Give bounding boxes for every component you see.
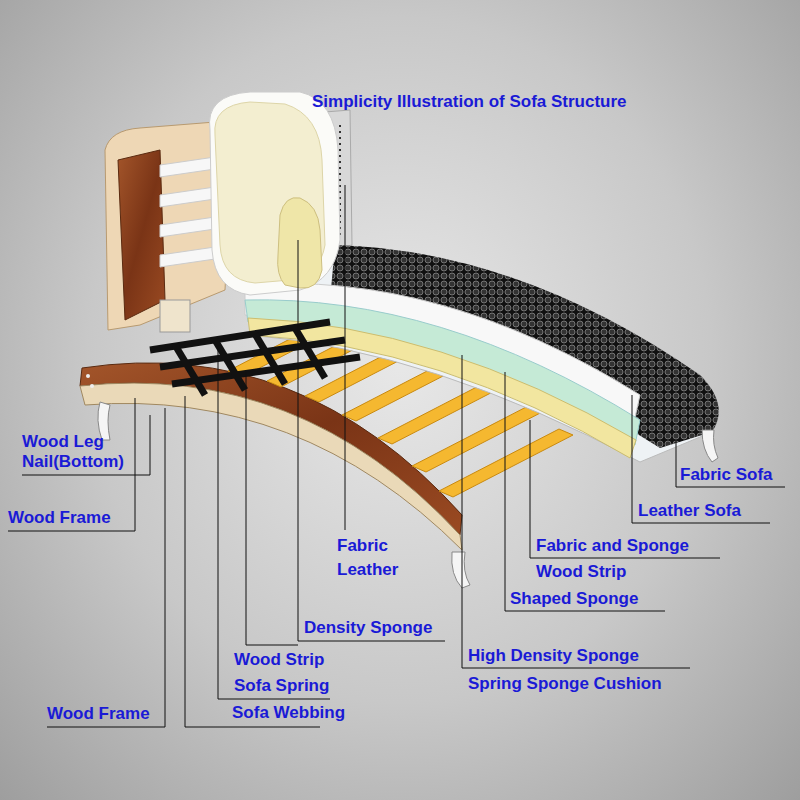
part-label: Leather	[337, 560, 398, 580]
part-label: Fabric and Sponge	[536, 536, 689, 556]
leader-line	[505, 372, 665, 611]
strap	[295, 328, 325, 378]
leader-line	[530, 420, 720, 558]
strap	[215, 340, 245, 390]
part-label: Shaped Sponge	[510, 589, 638, 609]
strip	[160, 187, 215, 207]
part-label: Sofa Spring	[234, 676, 329, 696]
strip	[160, 217, 215, 237]
part-label: Wood Strip	[234, 650, 324, 670]
leader-line	[8, 398, 135, 531]
arm-side	[118, 150, 165, 320]
part-label: Fabric Sofa	[680, 465, 773, 485]
inner-sponge	[278, 198, 322, 289]
spring-holder	[160, 300, 190, 332]
leader-line	[22, 415, 150, 475]
strap	[172, 357, 360, 384]
part-label: Sofa Webbing	[232, 703, 345, 723]
part-label: Wood Frame	[8, 508, 111, 528]
part-label: High Density Sponge	[468, 646, 639, 666]
sofa-webbing	[150, 322, 360, 395]
arm-strips	[160, 157, 215, 267]
leader-line	[218, 345, 330, 699]
part-label: Leather Sofa	[638, 501, 741, 521]
slat	[412, 404, 546, 472]
back-cushion	[210, 92, 341, 295]
leader-lines	[8, 185, 785, 727]
frame-front	[80, 383, 462, 550]
part-label: Spring Sponge Cushion	[468, 674, 662, 694]
leader-line	[246, 372, 298, 645]
part-label: Wood Strip	[536, 562, 626, 582]
leader-line	[298, 240, 445, 641]
strap	[255, 334, 285, 384]
nail	[90, 384, 94, 388]
leader-line	[345, 185, 346, 530]
slat	[439, 429, 573, 497]
part-label: Density Sponge	[304, 618, 432, 638]
part-label: Wood Frame	[47, 704, 150, 724]
nail	[86, 374, 90, 378]
wood-leg	[702, 430, 718, 462]
shaped-sponge	[248, 318, 636, 458]
part-label: Fabric	[337, 536, 388, 556]
strip	[160, 247, 215, 267]
leader-line	[632, 395, 770, 523]
leader-line	[676, 440, 785, 487]
diagram-title: Simplicity Illustration of Sofa Structur…	[312, 92, 627, 112]
strip	[160, 157, 215, 177]
part-label: Nail(Bottom)	[22, 452, 124, 472]
wood-leg	[452, 552, 470, 588]
part-label: Wood Leg	[22, 432, 104, 452]
strap	[175, 345, 205, 395]
